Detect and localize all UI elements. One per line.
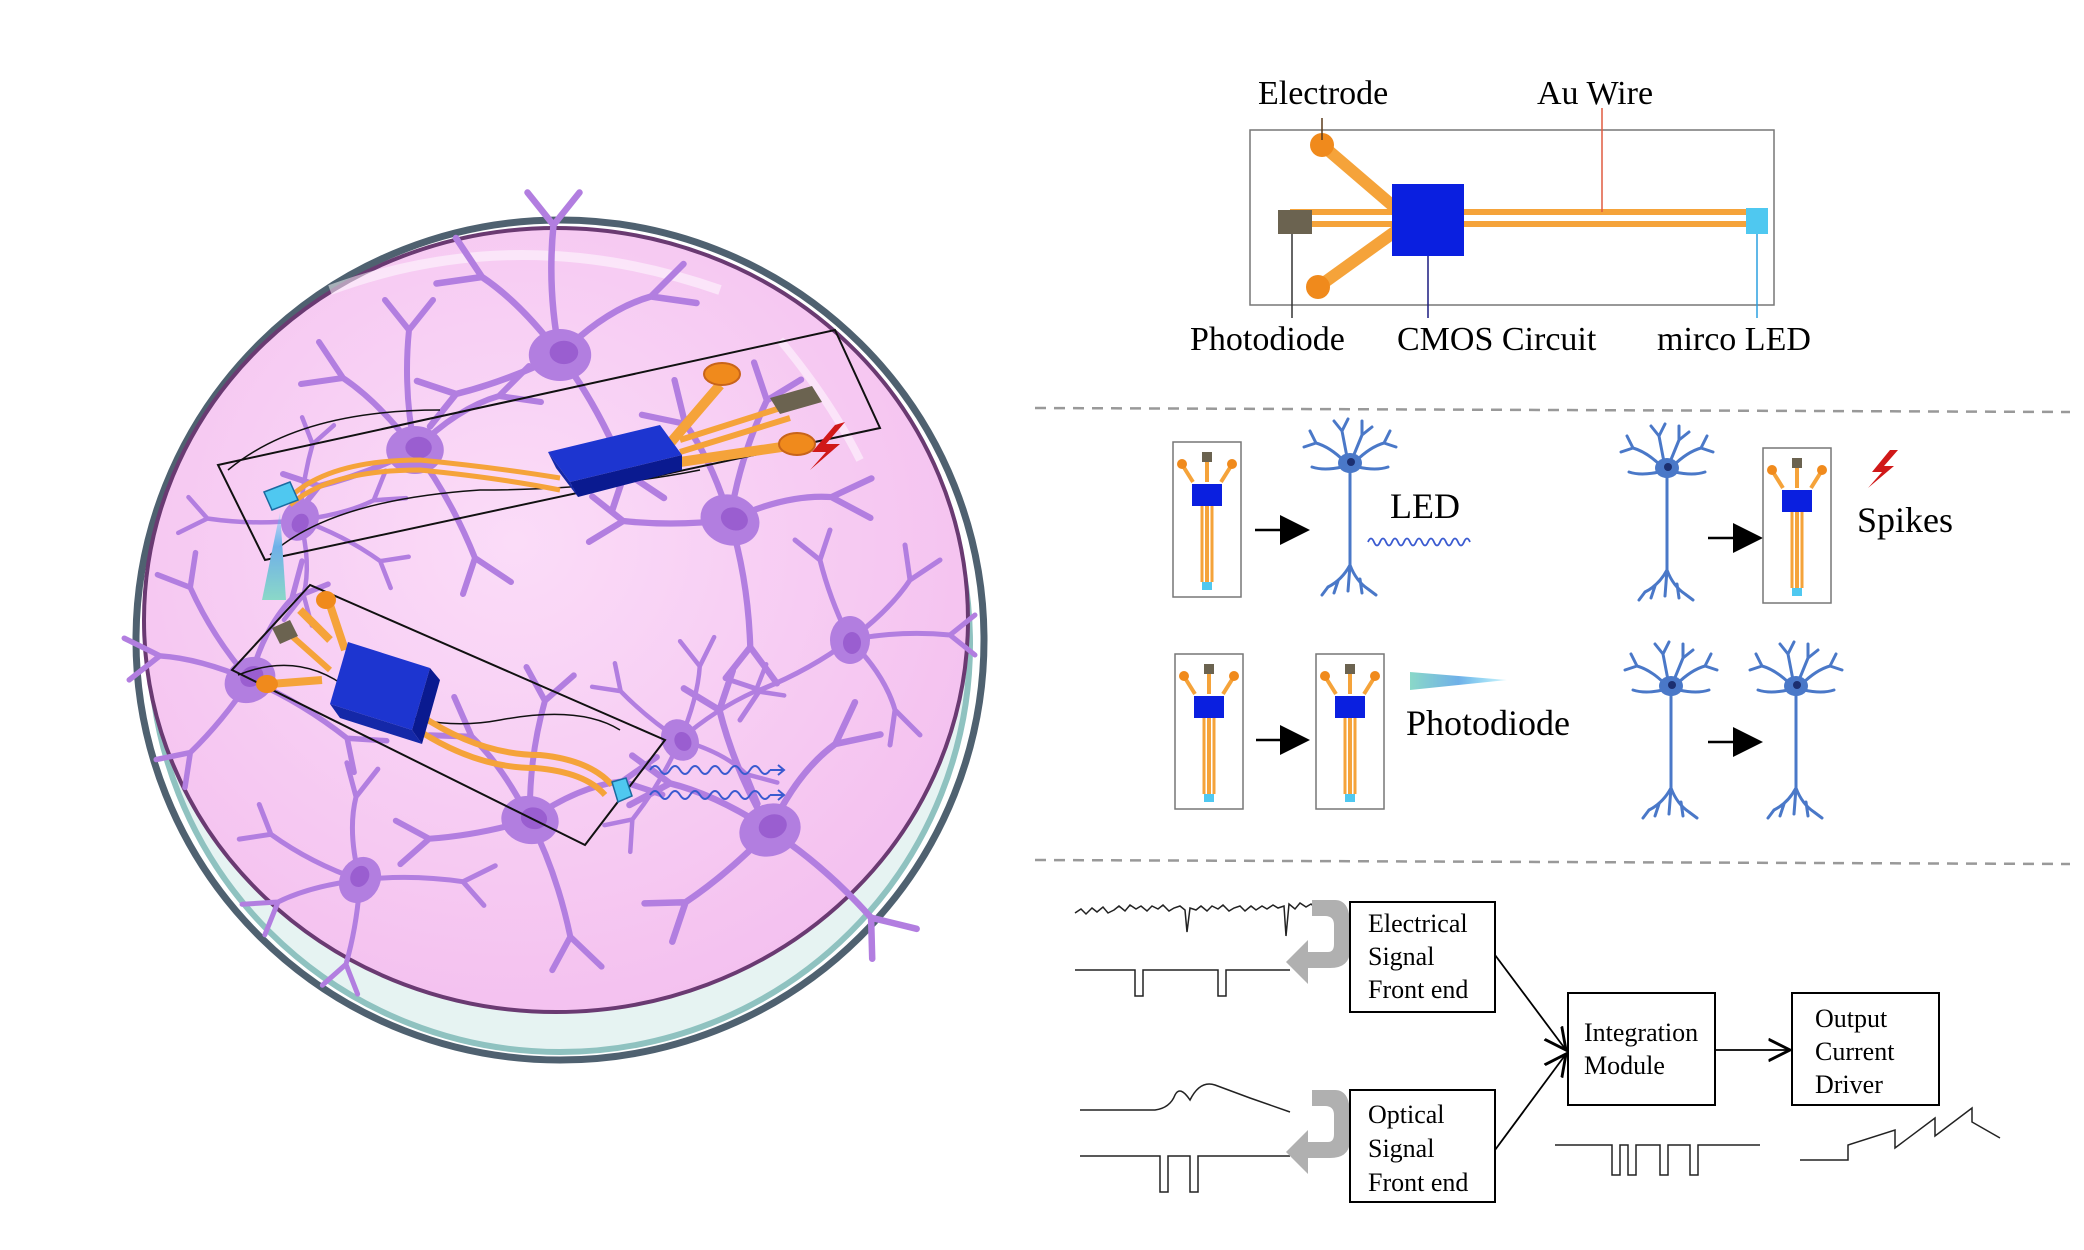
dish-device-upper	[216, 328, 882, 562]
label-micro-led: mirco LED	[1657, 321, 1811, 358]
separator-2	[1034, 858, 2071, 866]
integration-module-box	[1567, 992, 1716, 1106]
optical-line-1: Optical	[1368, 1100, 1445, 1129]
output-line-3: Driver	[1815, 1070, 1883, 1099]
petri-dish	[76, 193, 988, 1064]
separator-1	[1034, 406, 2071, 414]
label-electrode: Electrode	[1258, 75, 1388, 112]
label-led: LED	[1390, 486, 1460, 526]
neuron-1	[1302, 417, 1398, 597]
optical-digital-trace	[1080, 1155, 1290, 1193]
optical-frontend-box	[1349, 1089, 1496, 1203]
electrical-line-3: Front end	[1368, 975, 1468, 1004]
operating-modes: LED Spikes Photodiode	[1171, 417, 1953, 820]
device-schematic: Electrode Au Wire Photodiode CMOS Circui…	[1190, 75, 1811, 358]
label-photodiode-mode: Photodiode	[1406, 703, 1570, 743]
spike-icon-small	[1868, 450, 1898, 488]
label-cmos-circuit: CMOS Circuit	[1397, 321, 1597, 358]
light-beam	[262, 512, 286, 600]
mini-device-2	[1761, 446, 1833, 605]
led-wave	[1367, 537, 1471, 547]
electrical-curved-arrow	[1286, 900, 1350, 984]
neuron-2	[1619, 422, 1715, 602]
dish-device-lower	[230, 583, 667, 847]
integration-line-1: Integration	[1584, 1018, 1698, 1047]
electrical-digital-trace	[1075, 969, 1290, 997]
optical-line-2: Signal	[1368, 1134, 1434, 1163]
optical-raw-trace	[1080, 1083, 1291, 1113]
integration-line-2: Module	[1584, 1051, 1665, 1080]
integration-pulse-trace	[1555, 1144, 1760, 1176]
optical-line-3: Front end	[1368, 1168, 1468, 1197]
neuron-3	[1623, 640, 1719, 820]
label-photodiode: Photodiode	[1190, 321, 1345, 358]
micro-led-block	[1746, 208, 1768, 234]
signal-flow: Electrical Signal Front end Optical Sign…	[1074, 900, 2001, 1203]
cmos-block	[1392, 184, 1464, 256]
output-line-1: Output	[1815, 1004, 1888, 1033]
mini-device-1	[1171, 440, 1243, 599]
electrical-frontend-box	[1349, 901, 1496, 1013]
emitted-light-waves	[649, 764, 786, 801]
mini-device-3	[1173, 652, 1245, 811]
neuron-4	[1748, 640, 1844, 820]
label-spikes: Spikes	[1857, 500, 1953, 540]
electrical-line-2: Signal	[1368, 942, 1434, 971]
output-line-2: Current	[1815, 1037, 1895, 1066]
photodiode-beam	[1410, 672, 1507, 690]
mini-device-4	[1314, 652, 1386, 811]
optical-curved-arrow	[1286, 1090, 1350, 1174]
output-ramp-trace	[1800, 1106, 2001, 1161]
output-driver-box	[1791, 992, 1940, 1106]
label-au-wire: Au Wire	[1537, 75, 1653, 112]
electrical-line-1: Electrical	[1368, 909, 1468, 938]
spike-icon	[810, 422, 845, 470]
electrical-raw-trace	[1074, 901, 1345, 937]
